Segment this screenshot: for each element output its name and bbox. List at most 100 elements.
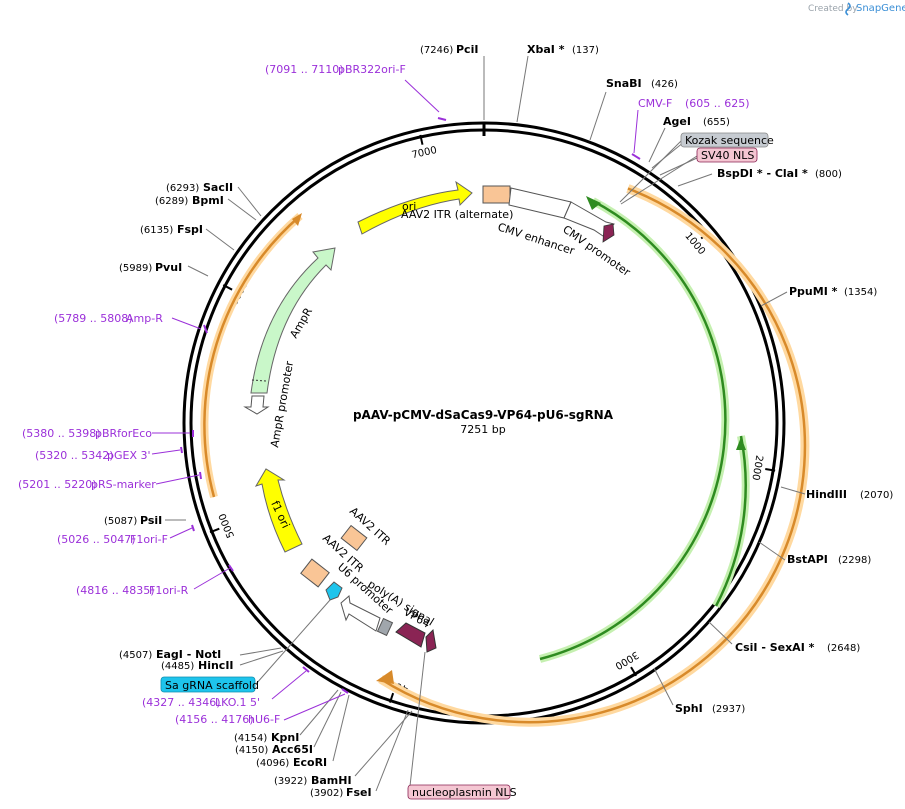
ampr-feature[interactable] bbox=[250, 247, 336, 394]
tick-mark bbox=[209, 527, 220, 534]
enzyme-pos-eagi-noti: (4507) bbox=[119, 650, 152, 661]
primer-name-amp-r[interactable]: Amp-R bbox=[126, 312, 163, 325]
enzyme-name-fspi[interactable]: FspI bbox=[177, 223, 203, 236]
primer-range-pbr322ori-f: (7091 .. 7110) bbox=[265, 63, 344, 76]
tick-label: 5000 bbox=[217, 512, 237, 540]
enzyme-name-bpmi[interactable]: BpmI bbox=[192, 194, 224, 207]
primer-range-hu6-f: (4156 .. 4176) bbox=[175, 713, 254, 726]
dsacas9-feature[interactable] bbox=[376, 184, 810, 727]
enzyme-pos-fsei: (3902) bbox=[310, 788, 343, 799]
plasmid-length: 7251 bp bbox=[460, 423, 505, 436]
primer-name-cmv-f[interactable]: CMV-F bbox=[638, 97, 672, 110]
plasmid-name: pAAV-pCMV-dSaCas9-VP64-pU6-sgRNA bbox=[353, 408, 614, 422]
enzyme-name-agei[interactable]: AgeI bbox=[663, 115, 691, 128]
sa-grna-scaffold-badge[interactable]: Sa gRNA scaffold bbox=[160, 676, 259, 693]
enzyme-pos-sacii: (6293) bbox=[166, 183, 199, 194]
polya-signal-feature[interactable] bbox=[340, 595, 381, 632]
nucleoplasmin-nls-badge[interactable]: nucleoplasmin NLS bbox=[407, 784, 517, 800]
enzyme-pos-kpni: (4154) bbox=[234, 733, 267, 744]
tick-mark bbox=[765, 468, 776, 472]
svg-text:SV40 NLS: SV40 NLS bbox=[701, 149, 754, 162]
vp64-feature[interactable] bbox=[395, 622, 426, 648]
enzyme-name-bspdi-clai[interactable]: BspDI * - ClaI * bbox=[717, 167, 808, 180]
ori-feature[interactable]: ori bbox=[357, 180, 473, 235]
primer-range-f1ori-r: (4816 .. 4835) bbox=[76, 584, 155, 597]
u6-promoter-feature[interactable] bbox=[325, 581, 343, 601]
kozak-sequence-badge[interactable]: Kozak sequence bbox=[680, 132, 774, 148]
primer-range-prs-marker: (5201 .. 5220) bbox=[18, 478, 97, 491]
enzyme-name-sphi[interactable]: SphI bbox=[675, 702, 703, 715]
primer-range-amp-r: (5789 .. 5808) bbox=[54, 312, 133, 325]
enzyme-name-bstapi[interactable]: BstAPI bbox=[787, 553, 828, 566]
primer-name-pgex3[interactable]: pGEX 3' bbox=[107, 449, 151, 462]
enzyme-name-ecori[interactable]: EcoRI bbox=[293, 756, 327, 769]
enzyme-name-acc65i[interactable]: Acc65I bbox=[272, 743, 313, 756]
enzyme-name-sacii[interactable]: SacII bbox=[203, 181, 233, 194]
enzyme-pos-bspdi-clai: (800) bbox=[815, 169, 842, 180]
enzyme-pos-ppumi: (1354) bbox=[844, 287, 877, 298]
enzyme-name-eagi-noti[interactable]: EagI - NotI bbox=[156, 648, 221, 661]
enzyme-name-kpni[interactable]: KpnI bbox=[271, 731, 299, 744]
enzyme-name-hincii[interactable]: HincII bbox=[198, 659, 234, 672]
enzyme-name-pvui[interactable]: PvuI bbox=[155, 261, 182, 274]
svg-text:Kozak sequence: Kozak sequence bbox=[685, 134, 774, 147]
enzyme-pos-csii-sexai: (2648) bbox=[827, 643, 860, 654]
svg-text:nucleoplasmin NLS: nucleoplasmin NLS bbox=[412, 786, 517, 799]
enzyme-pos-xbai: (137) bbox=[572, 45, 599, 56]
f1-ori-feature[interactable] bbox=[254, 468, 303, 553]
enzyme-name-hindiii[interactable]: HindIII bbox=[806, 488, 847, 501]
aav2-itr-alternate-feature[interactable] bbox=[482, 185, 511, 204]
enzyme-name-ppumi[interactable]: PpuMI * bbox=[789, 285, 838, 298]
enzyme-pos-hindiii: (2070) bbox=[860, 490, 893, 501]
primer-labels: (7091 .. 7110) pBR322ori-F CMV-F (605 ..… bbox=[18, 63, 750, 726]
tick-mark bbox=[222, 284, 233, 291]
aav2-itr-left-feature[interactable] bbox=[300, 558, 330, 588]
primer-name-prs-marker[interactable]: pRS-marker bbox=[91, 478, 156, 491]
enzyme-pos-pvui: (5989) bbox=[119, 263, 152, 274]
enzyme-leaders bbox=[165, 55, 806, 792]
enzyme-pos-snabi: (426) bbox=[651, 79, 678, 90]
enzyme-pos-fspi: (6135) bbox=[140, 225, 173, 236]
tick-label: 7000 bbox=[411, 145, 438, 161]
primer-range-pgex3: (5320 .. 5342) bbox=[35, 449, 114, 462]
enzyme-name-fsei[interactable]: FseI bbox=[346, 786, 372, 799]
left-orange-feature[interactable] bbox=[200, 212, 303, 499]
svg-text:Sa gRNA scaffold: Sa gRNA scaffold bbox=[165, 679, 259, 692]
enzyme-name-xbai[interactable]: XbaI * bbox=[527, 43, 565, 56]
aav2-itr-alternate-label: AAV2 ITR (alternate) bbox=[401, 208, 513, 221]
enzyme-name-bamhi[interactable]: BamHI bbox=[311, 774, 352, 787]
primer-name-f1ori-f[interactable]: F1ori-F bbox=[130, 533, 168, 546]
enzyme-pos-pcii: (7246) bbox=[420, 45, 453, 56]
ori-label: ori bbox=[402, 200, 416, 213]
enzyme-name-psii[interactable]: PsiI bbox=[140, 514, 162, 527]
aav2-itr-right-feature[interactable] bbox=[340, 524, 368, 552]
enzyme-pos-bamhi: (3922) bbox=[274, 776, 307, 787]
tick-label: 3000 bbox=[613, 649, 640, 672]
ampr-promoter-feature[interactable] bbox=[243, 395, 270, 415]
cmv-enhancer-feature[interactable] bbox=[508, 187, 615, 243]
enzyme-name-snabi[interactable]: SnaBI bbox=[606, 77, 642, 90]
enzyme-pos-agei: (655) bbox=[703, 117, 730, 128]
enzyme-name-csii-sexai[interactable]: CsiI - SexAI * bbox=[735, 641, 815, 654]
tick-mark bbox=[419, 134, 424, 145]
primer-name-hu6-f[interactable]: hU6-F bbox=[248, 713, 280, 726]
primer-name-lko1[interactable]: LKO.1 5' bbox=[215, 696, 260, 709]
primer-range-f1ori-f: (5026 .. 5047) bbox=[57, 533, 136, 546]
enzyme-pos-ecori: (4096) bbox=[256, 758, 289, 769]
primer-range-lko1: (4327 .. 4346) bbox=[142, 696, 221, 709]
primer-name-pbrforeco[interactable]: pBRforEco bbox=[95, 427, 152, 440]
enzyme-name-pcii[interactable]: PciI bbox=[456, 43, 478, 56]
enzyme-pos-psii: (5087) bbox=[104, 516, 137, 527]
created-by-text: Created by bbox=[808, 4, 858, 14]
primer-range-cmv-f: (605 .. 625) bbox=[685, 97, 750, 110]
primer-range-pbrforeco: (5380 .. 5398) bbox=[22, 427, 101, 440]
primer-name-f1ori-r[interactable]: F1ori-R bbox=[149, 584, 189, 597]
enzyme-pos-bpmi: (6289) bbox=[155, 196, 188, 207]
green-cds-feature[interactable] bbox=[538, 196, 750, 663]
gray-block-feature[interactable] bbox=[376, 617, 394, 637]
tick-mark bbox=[388, 692, 395, 703]
snapgene-brand: SnapGene bbox=[856, 3, 905, 14]
sv40-nls-badge[interactable]: SV40 NLS bbox=[696, 147, 758, 163]
nucleoplasmin-nls-feature[interactable] bbox=[425, 628, 437, 653]
primer-name-pbr322ori-f[interactable]: pBR322ori-F bbox=[338, 63, 406, 76]
